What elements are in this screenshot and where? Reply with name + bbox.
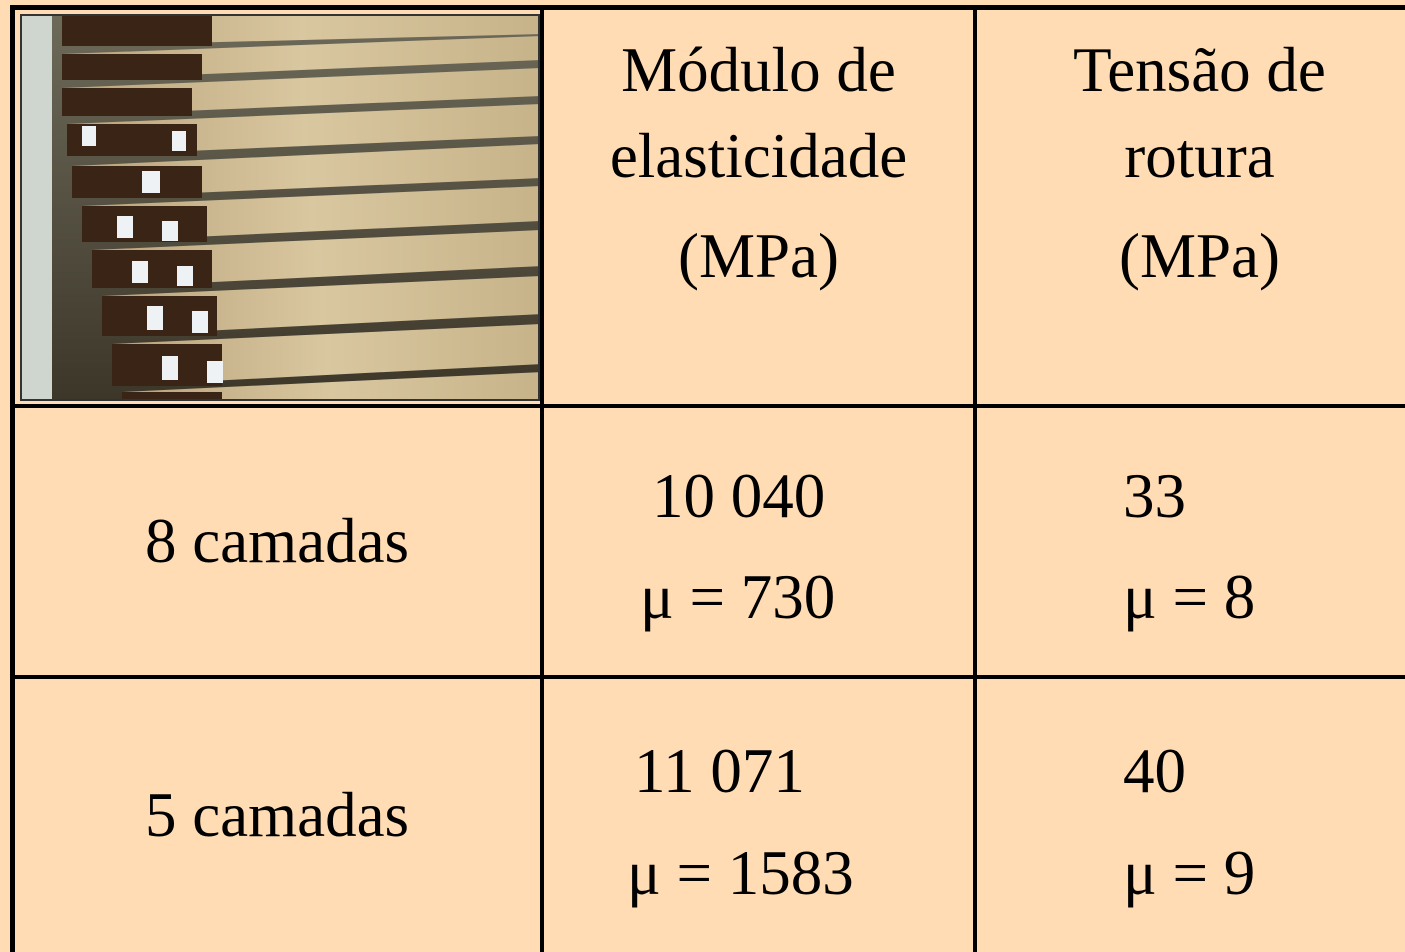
row1-strength-value: 33	[1123, 461, 1186, 531]
row2-modulus-value: 11 071	[634, 736, 805, 806]
header-modulus-unit: (MPa)	[678, 221, 839, 291]
beam-labels	[82, 126, 223, 383]
row-divider-1	[10, 404, 1405, 408]
row2-modulus-sd: μ = 1583	[627, 838, 854, 908]
table-border-left	[10, 5, 15, 952]
row1-modulus-sd: μ = 730	[640, 562, 836, 632]
header-strength-line-1: Tensão de	[1073, 35, 1326, 105]
header-modulus: Módulo de elasticidade (MPa)	[544, 27, 973, 299]
row2-strength-value: 40	[1123, 736, 1186, 806]
row-divider-2	[10, 675, 1405, 679]
table-border-top	[10, 5, 1405, 10]
row-label-5-layers: 5 camadas	[144, 780, 410, 850]
row-label-8-layers: 8 camadas	[144, 506, 410, 576]
header-strength-unit: (MPa)	[1119, 221, 1280, 291]
row2-strength-sd: μ = 9	[1123, 838, 1256, 908]
header-modulus-line-1: Módulo de	[621, 35, 896, 105]
row1-strength-sd: μ = 8	[1123, 562, 1256, 632]
column-divider-2	[973, 5, 977, 952]
timber-stack-image	[22, 16, 538, 399]
column-divider-1	[540, 5, 544, 952]
timber-stack-photo	[20, 14, 540, 401]
header-strength: Tensão de rotura (MPa)	[977, 27, 1405, 299]
row1-modulus-value: 10 040	[652, 461, 826, 531]
header-strength-line-2: rotura	[1124, 121, 1275, 191]
header-modulus-line-2: elasticidade	[609, 121, 908, 191]
